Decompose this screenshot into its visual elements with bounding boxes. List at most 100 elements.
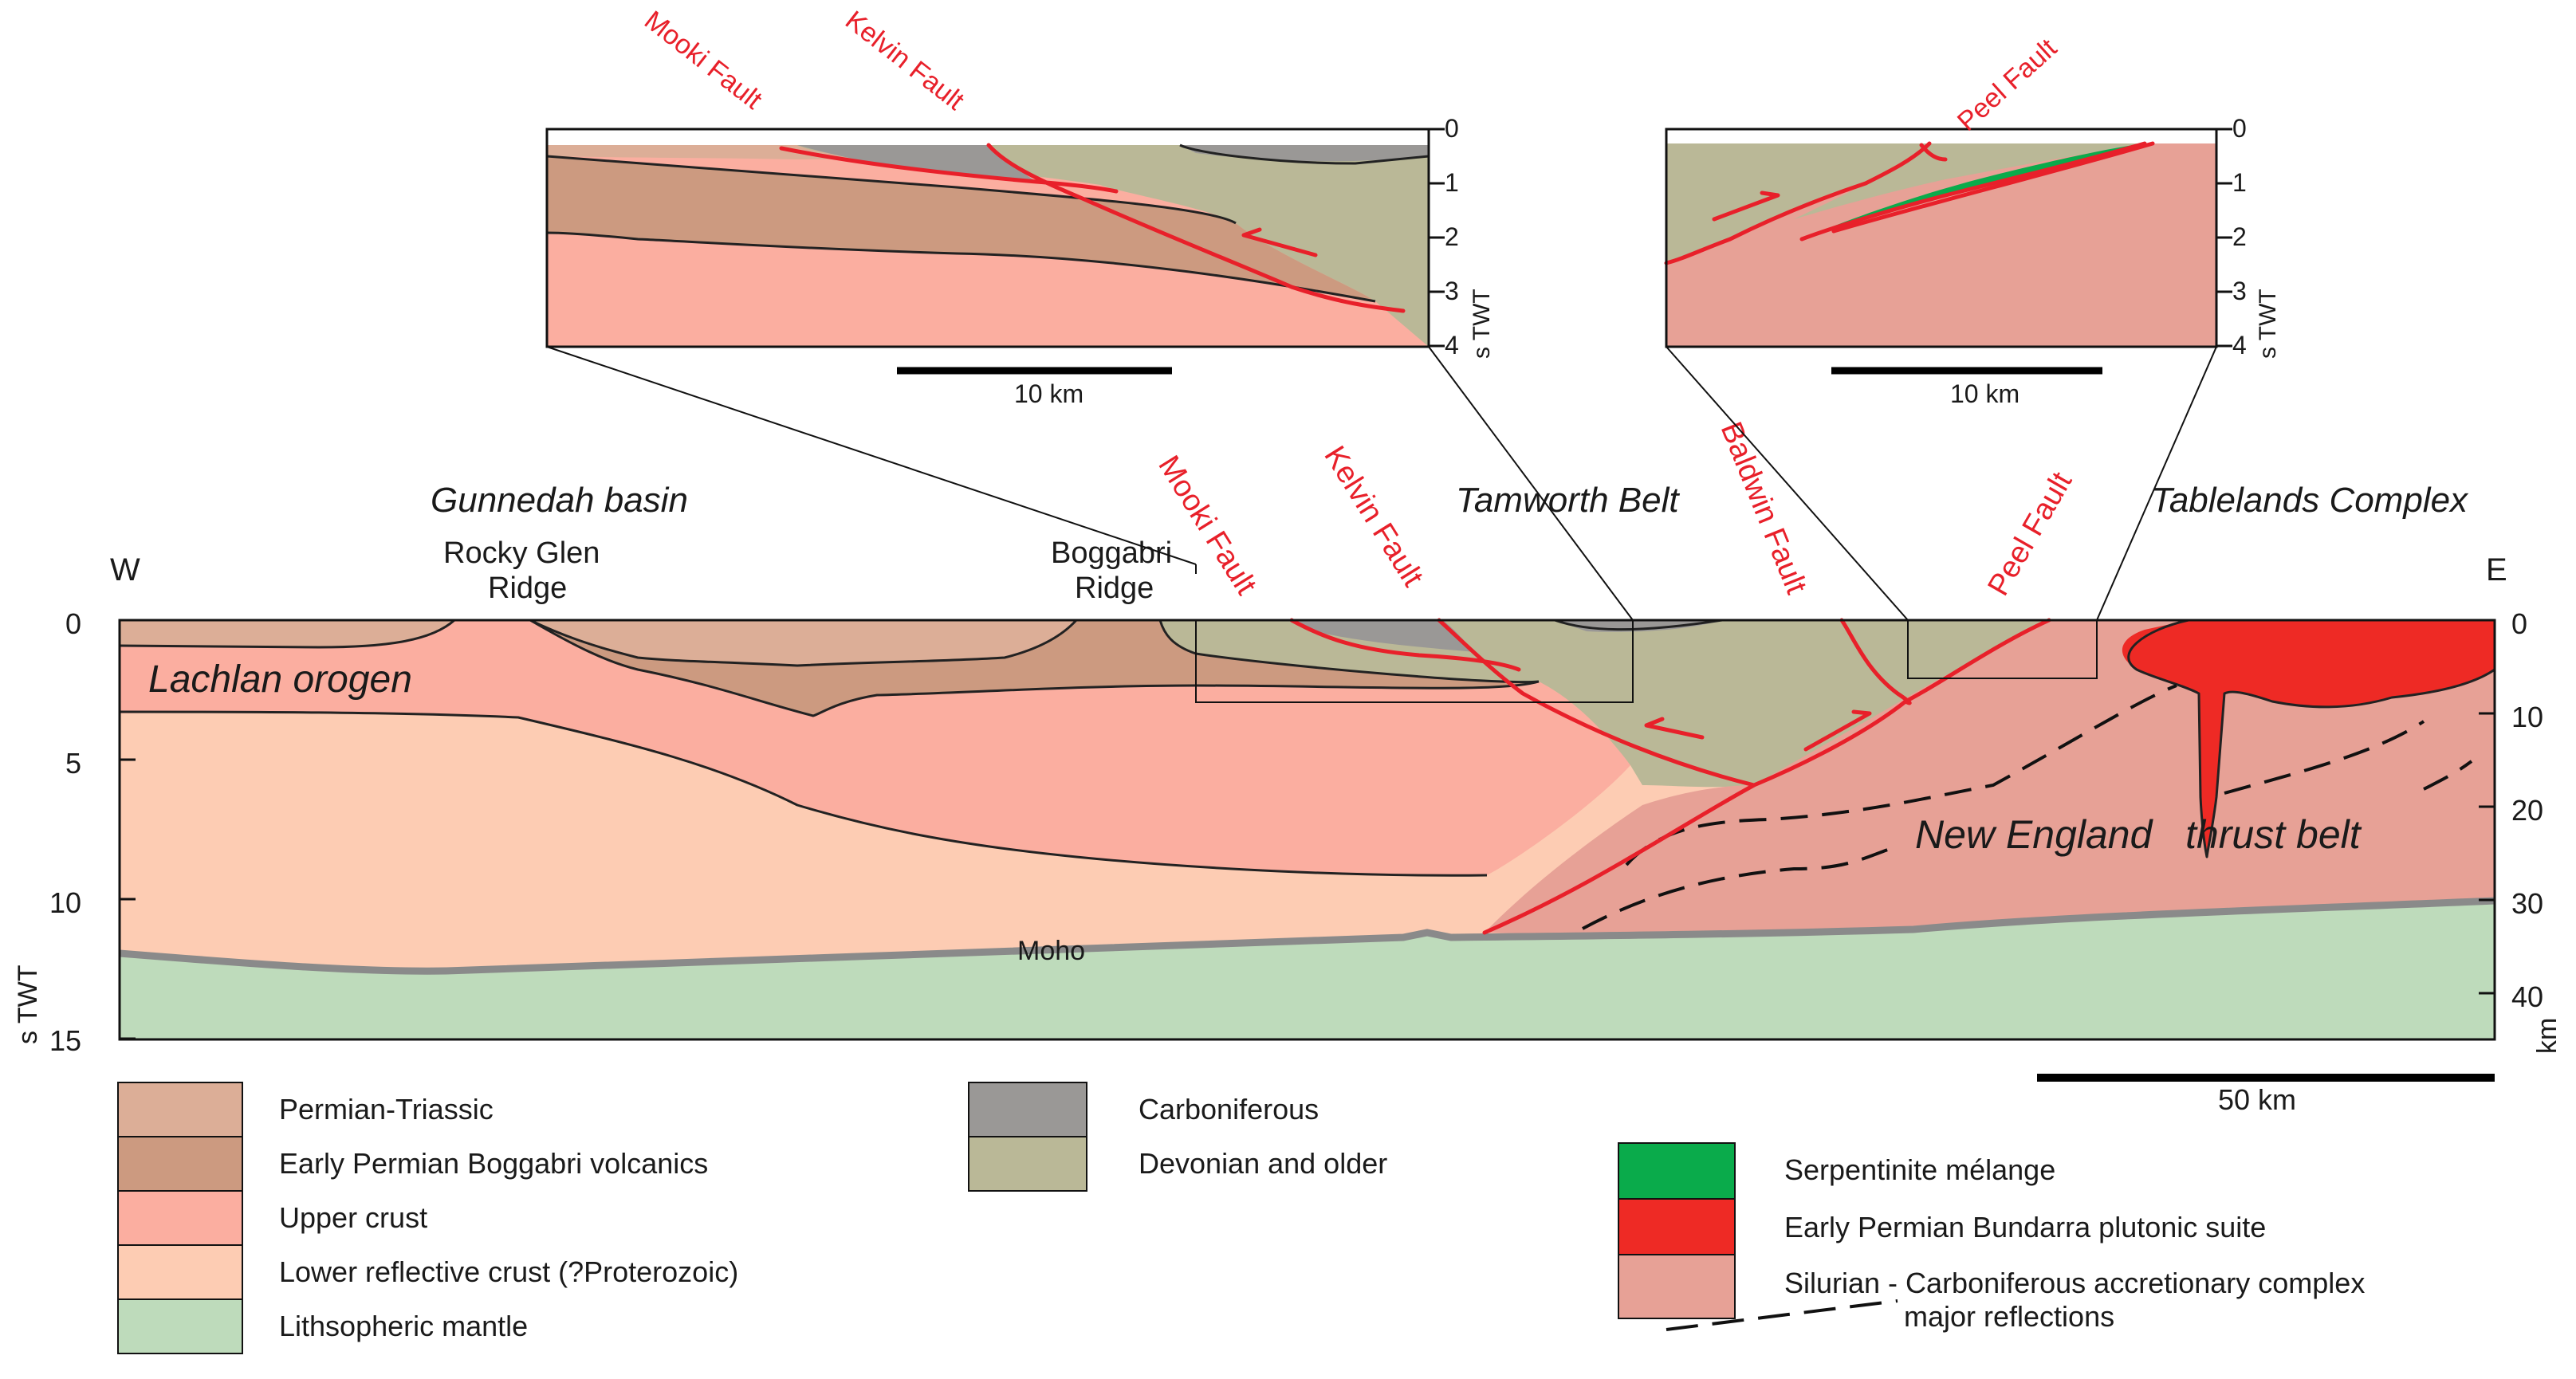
- legend-swatch: [968, 1082, 1087, 1137]
- legend-swatch: [117, 1082, 243, 1137]
- inset-left: [545, 128, 1634, 621]
- legend-swatch: [117, 1190, 243, 1246]
- left-axis-tick: 0: [65, 607, 81, 640]
- fault-arrow-left: [1644, 717, 1705, 740]
- legend-label: Lithsopheric mantle: [279, 1310, 528, 1342]
- boggabri-volcanics-unit: [530, 620, 1539, 716]
- legend-label: Permian-Triassic: [279, 1093, 494, 1126]
- legend: Permian-Triassic Early Permian Boggabri …: [117, 1082, 2365, 1354]
- tamworth-basin-boundary: [1158, 619, 1540, 684]
- main-cross-section: [118, 618, 2496, 1041]
- basin-base-boundary: [529, 619, 1540, 717]
- left-axis-tick: 10: [49, 886, 81, 919]
- upper-lower-crust-boundary: [119, 710, 1488, 877]
- boggabri-ridge-label-2: Ridge: [1075, 572, 1154, 605]
- inset-left-location: [1195, 619, 1634, 703]
- left-axis-label: s TWT: [13, 965, 43, 1044]
- moho-line: [119, 897, 2495, 975]
- peel-fault-trace: [1482, 618, 2051, 935]
- right-axis-tick: 40: [2511, 980, 2543, 1013]
- inset-right-tick: 1: [2232, 168, 2247, 197]
- reflection-legend-label: major reflections: [1904, 1300, 2114, 1333]
- fault-arrow-right: [1803, 709, 1872, 752]
- legend-label: Silurian - Carboniferous accretionary co…: [1784, 1267, 2365, 1299]
- legend-swatch: [117, 1136, 243, 1192]
- inset-right-location: [1907, 619, 2098, 679]
- inset-left-tick: 1: [1445, 168, 1459, 197]
- inset-left-tick: 2: [1445, 222, 1459, 251]
- left-axis-tick: 15: [49, 1024, 81, 1057]
- inset-left-tick: 3: [1445, 277, 1459, 305]
- baldwin-fault-trace: [1839, 618, 1912, 705]
- legend-swatch: [117, 1244, 243, 1300]
- inset-left-tick: 4: [1445, 331, 1459, 359]
- bundarra-outline: [2127, 619, 2495, 858]
- lachlan-orogen-label: Lachlan orogen: [148, 658, 412, 701]
- inset-mooki-fault-label: Mooki Fault: [639, 5, 768, 115]
- inset-right-tick: 2: [2232, 222, 2247, 251]
- mooki-fault-trace: [1289, 618, 1521, 672]
- volcanics-top-boundary: [529, 619, 1078, 667]
- carboniferous-unit: [1292, 620, 1475, 652]
- reflection-line-2: [1582, 847, 1890, 930]
- left-axis: 0 5 10 15 s TWT: [13, 607, 136, 1057]
- east-label: E: [2486, 552, 2507, 587]
- reflection-line: [1625, 684, 2177, 866]
- right-axis-tick: 20: [2511, 794, 2543, 827]
- right-axis-tick: 0: [2511, 607, 2527, 640]
- main-scale-label: 50 km: [2218, 1083, 2296, 1116]
- gunnedah-basin-label: Gunnedah basin: [431, 481, 688, 520]
- inset-left-axis-label: s TWT: [1469, 289, 1495, 359]
- inset-left-tick: 0: [1445, 114, 1459, 143]
- carboniferous-boundary: [1554, 619, 1723, 631]
- kelvin-fault-label: Kelvin Fault: [1317, 441, 1430, 593]
- mooki-fault-label: Mooki Fault: [1151, 450, 1263, 601]
- accretionary-unit: [1485, 620, 2495, 935]
- rocky-glen-label-2: Ridge: [488, 572, 567, 605]
- right-axis-tick: 30: [2511, 887, 2543, 920]
- moho-label: Moho: [1017, 936, 1085, 966]
- legend-swatch: [1618, 1142, 1736, 1200]
- mantle-unit: [120, 901, 2495, 1039]
- legend-label: Upper crust: [279, 1201, 427, 1234]
- permian-boundary-west: [119, 619, 456, 649]
- inset-right-axis-label: s TWT: [2255, 289, 2281, 359]
- tablelands-complex-label: Tablelands Complex: [2151, 481, 2469, 520]
- reflection-line-3: [2224, 720, 2425, 795]
- permian-triassic-unit-2: [530, 620, 1076, 666]
- boggabri-ridge-label: Boggabri: [1051, 536, 1172, 570]
- inset-right-scale-label: 10 km: [1950, 379, 2020, 408]
- peel-fault-label: Peel Fault: [1981, 466, 2078, 602]
- legend-label: Early Permian Boggabri volcanics: [279, 1147, 708, 1180]
- legend-swatch: [968, 1136, 1087, 1192]
- west-label: W: [110, 552, 140, 587]
- tamworth-belt-label: Tamworth Belt: [1456, 481, 1680, 520]
- right-axis: 0 10 20 30 40 km: [2479, 607, 2562, 1054]
- legend-swatch: [1618, 1198, 1736, 1255]
- left-axis-tick: 5: [65, 747, 81, 780]
- baldwin-fault-label: Baldwin Fault: [1714, 418, 1814, 599]
- legend-label: Early Permian Bundarra plutonic suite: [1784, 1211, 2266, 1243]
- inset-kelvin-fault-label: Kelvin Fault: [840, 5, 970, 116]
- legend-label: Devonian and older: [1139, 1147, 1387, 1180]
- inset-right-tick: 3: [2232, 277, 2247, 305]
- rocky-glen-label: Rocky Glen: [443, 536, 600, 570]
- right-axis-label: km: [2532, 1018, 2562, 1054]
- legend-swatch: [117, 1298, 243, 1354]
- legend-label: Lower reflective crust (?Proterozoic): [279, 1255, 738, 1288]
- inset-peel-fault-label: Peel Fault: [1952, 33, 2063, 137]
- inset-left-scale-label: 10 km: [1014, 379, 1083, 408]
- reflection-legend-line: [1666, 1299, 1898, 1331]
- inset-right-tick: 0: [2232, 114, 2247, 143]
- permian-triassic-unit: [120, 620, 454, 647]
- legend-label: Carboniferous: [1139, 1093, 1319, 1126]
- right-axis-tick: 10: [2511, 701, 2543, 733]
- legend-swatch: [1618, 1254, 1736, 1319]
- inset-right-tick: 4: [2232, 331, 2247, 359]
- inset-right: [1664, 128, 2232, 621]
- legend-label: Serpentinite mélange: [1784, 1153, 2055, 1186]
- new-england-label: New England thrust belt: [1915, 812, 2362, 857]
- kelvin-fault-trace: [1437, 618, 1756, 788]
- reflection-line-4: [2423, 760, 2473, 791]
